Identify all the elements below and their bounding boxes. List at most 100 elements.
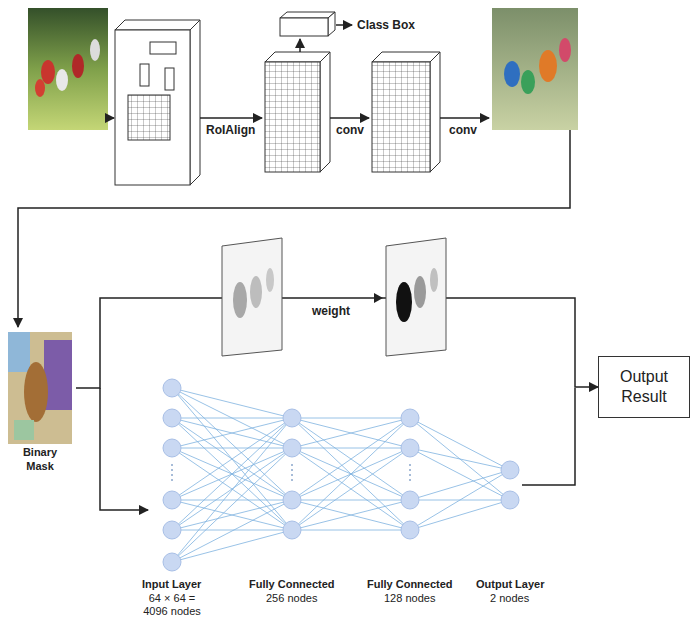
roialign-feature-map-part: [150, 42, 176, 54]
conv-feature-map-part: [372, 52, 440, 62]
input-photo-part: [56, 69, 68, 91]
conv-feature-map-part: [320, 52, 330, 172]
roialign-feature-map-part: [165, 68, 174, 90]
nn-connection: [292, 418, 410, 500]
nn-connection: [292, 448, 410, 530]
input-photo-part: [41, 60, 55, 84]
nn-connection: [410, 500, 510, 530]
nn-connection: [172, 418, 292, 419]
nn-neuron: [283, 409, 301, 427]
nn-connection: [172, 418, 292, 530]
flow-line: [522, 388, 575, 485]
nn-connection: [410, 448, 510, 500]
mask-sheet-part: [233, 282, 247, 318]
nn-connection: [292, 418, 410, 448]
diagram-label: 64 × 64 = 4096 nodes: [135, 592, 209, 618]
mask-sheet: [222, 238, 282, 356]
nn-connection: [410, 418, 510, 470]
flow-arrow: [440, 117, 489, 119]
nn-connection: [172, 500, 292, 562]
diagram-label: Fully Connected: [248, 578, 336, 591]
nn-connection: [292, 448, 410, 530]
nn-connection: [172, 418, 292, 500]
diagram-label: Input Layer: [141, 578, 202, 591]
weighted-mask-sheet-part: [414, 276, 426, 308]
nn-connection: [172, 418, 292, 448]
neural-network: [163, 379, 519, 571]
conv-feature-map: [372, 52, 440, 172]
nn-connection: [172, 388, 292, 500]
weighted-mask-sheet: [386, 238, 446, 356]
diagram-label: Fully Connected: [366, 578, 454, 591]
nn-neuron: [401, 439, 419, 457]
diagram-label: conv: [448, 123, 478, 137]
nn-connection: [172, 448, 292, 449]
nn-connection: [292, 530, 410, 531]
nn-connection: [172, 388, 292, 418]
nn-connection: [292, 448, 410, 449]
nn-connection: [172, 418, 292, 448]
flow-arrow: [200, 117, 262, 119]
nn-connection: [172, 418, 292, 530]
nn-connection: [172, 448, 292, 562]
input-photo: [28, 8, 108, 130]
nn-connection: [172, 448, 292, 530]
nn-neuron: [401, 409, 419, 427]
feedback-line: [18, 130, 570, 327]
mask-node: Binary Mask: [4, 332, 76, 476]
nn-neuron: [163, 439, 181, 457]
binary-mask-picture: [8, 332, 72, 444]
segmented-photo: [492, 8, 578, 130]
diagram-label: Output Layer: [475, 578, 545, 591]
flow-line: [100, 388, 148, 510]
nn-ellipsis: [409, 464, 411, 484]
weighted-mask-sheet-part: [386, 238, 446, 356]
nn-connection: [172, 500, 292, 501]
roialign-feature-map-part: [190, 20, 200, 185]
flow-arrow: [108, 117, 114, 119]
segmented-photo-part: [539, 50, 557, 82]
flow-arrow: [336, 24, 352, 26]
roialign-feature-map-part: [115, 30, 190, 185]
conv-feature-map-part: [265, 52, 330, 62]
roialign-feature-map-part: [128, 95, 170, 140]
diagram-label: conv: [335, 123, 365, 137]
nn-connection: [292, 418, 410, 530]
nn-connection: [172, 530, 292, 562]
nn-connection: [410, 418, 510, 500]
nn-neuron: [163, 491, 181, 509]
segmented-photo-part: [504, 61, 520, 87]
binary-mask-picture-part: [14, 420, 34, 440]
nn-ellipsis: [291, 464, 293, 484]
binary-mask-picture-part: [44, 340, 72, 410]
node-text: Binary Mask: [8, 446, 72, 474]
nn-connection: [292, 418, 410, 448]
nn-connection: [172, 418, 292, 562]
nn-neuron: [283, 439, 301, 457]
weighted-mask-sheet-part: [396, 282, 412, 322]
flow-connector: [76, 298, 598, 388]
nn-connection: [292, 500, 410, 530]
diagram-label: 128 nodes: [383, 592, 436, 605]
diagram-label: 256 nodes: [265, 592, 318, 605]
segmented-photo-part: [492, 8, 578, 130]
nn-neuron: [501, 461, 519, 479]
roialign-feature-map-part: [140, 64, 149, 86]
diagram-label: weight: [311, 304, 351, 318]
nn-connection: [172, 530, 292, 531]
nn-neuron: [283, 521, 301, 539]
diagram-label: RoIAlign: [205, 123, 256, 137]
nn-connection: [292, 418, 410, 530]
nn-connection: [172, 418, 292, 500]
flow-arrow: [330, 117, 369, 119]
diagram-label: 2 nodes: [489, 592, 530, 605]
class-box-symbol-part: [280, 18, 328, 36]
mask-sheet-part: [266, 268, 274, 292]
nn-ellipsis: [171, 464, 173, 484]
nn-connection: [292, 418, 410, 419]
conv-feature-map-part: [265, 62, 320, 172]
mask-sheet-part: [222, 238, 282, 356]
binary-mask-picture-part: [8, 332, 72, 444]
nn-neuron: [401, 521, 419, 539]
